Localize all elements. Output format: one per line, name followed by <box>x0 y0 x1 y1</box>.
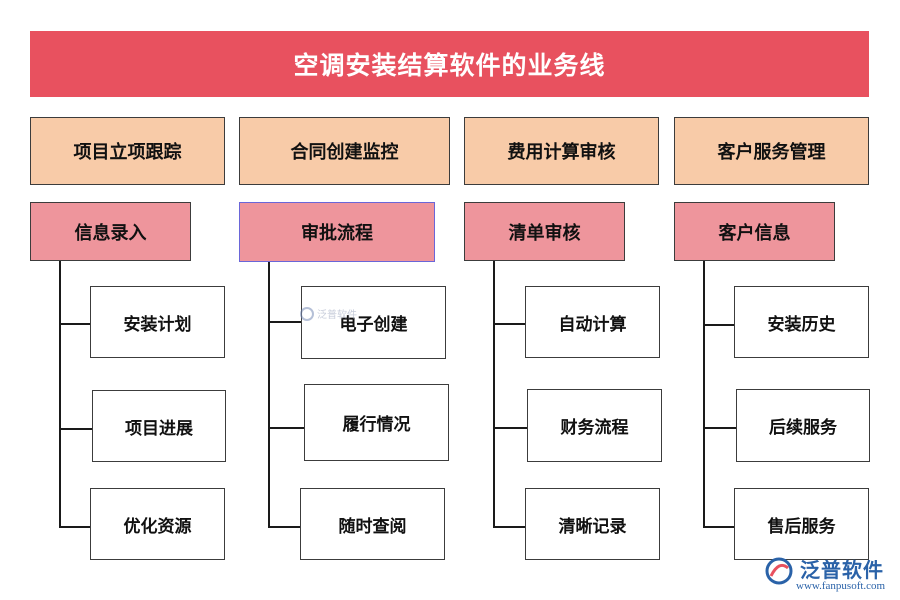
brand-logo: 泛普软件 www.fanpusoft.com <box>764 554 894 596</box>
subcategory-box-2: 审批流程 <box>239 202 435 262</box>
connector-branch-1-1 <box>59 323 91 325</box>
leaf-box-4-2: 后续服务 <box>736 389 870 462</box>
connector-branch-4-2 <box>703 427 737 429</box>
leaf-box-1-3: 优化资源 <box>90 488 225 560</box>
connector-branch-3-3 <box>493 526 525 528</box>
watermark: 泛普软件 <box>300 306 357 321</box>
connector-branch-3-2 <box>493 427 527 429</box>
category-box-4: 客户服务管理 <box>674 117 869 185</box>
fanpu-logo-icon <box>765 557 793 585</box>
subcategory-box-1: 信息录入 <box>30 202 191 261</box>
connector-trunk-4 <box>703 261 705 528</box>
leaf-box-4-3: 售后服务 <box>734 488 869 560</box>
leaf-box-3-1: 自动计算 <box>525 286 660 358</box>
leaf-box-3-3: 清晰记录 <box>525 488 660 560</box>
diagram-title: 空调安装结算软件的业务线 <box>30 31 869 97</box>
leaf-box-3-2: 财务流程 <box>527 389 662 462</box>
subcategory-box-3: 清单审核 <box>464 202 625 261</box>
connector-trunk-2 <box>268 262 270 528</box>
leaf-box-2-3: 随时查阅 <box>300 488 445 560</box>
category-box-3: 费用计算审核 <box>464 117 659 185</box>
watermark-text: 泛普软件 <box>317 310 357 321</box>
connector-branch-2-1 <box>268 321 302 323</box>
connector-branch-1-3 <box>59 526 91 528</box>
connector-branch-2-3 <box>268 526 301 528</box>
watermark-logo-icon <box>300 306 314 321</box>
category-box-2: 合同创建监控 <box>239 117 450 185</box>
connector-branch-4-3 <box>703 526 735 528</box>
category-box-1: 项目立项跟踪 <box>30 117 225 185</box>
subcategory-box-4: 客户信息 <box>674 202 835 261</box>
connector-trunk-1 <box>59 261 61 528</box>
connector-trunk-3 <box>493 261 495 528</box>
leaf-box-2-2: 履行情况 <box>304 384 449 461</box>
connector-branch-2-2 <box>268 427 305 429</box>
leaf-box-2-1: 电子创建 <box>301 286 446 359</box>
leaf-box-4-1: 安装历史 <box>734 286 869 358</box>
brand-url: www.fanpusoft.com <box>796 580 886 592</box>
brand-name: 泛普软件 <box>800 558 884 582</box>
connector-branch-1-2 <box>59 428 93 430</box>
connector-branch-3-1 <box>493 323 525 325</box>
leaf-box-1-2: 项目进展 <box>92 390 226 462</box>
connector-branch-4-1 <box>703 324 735 326</box>
leaf-box-1-1: 安装计划 <box>90 286 225 358</box>
